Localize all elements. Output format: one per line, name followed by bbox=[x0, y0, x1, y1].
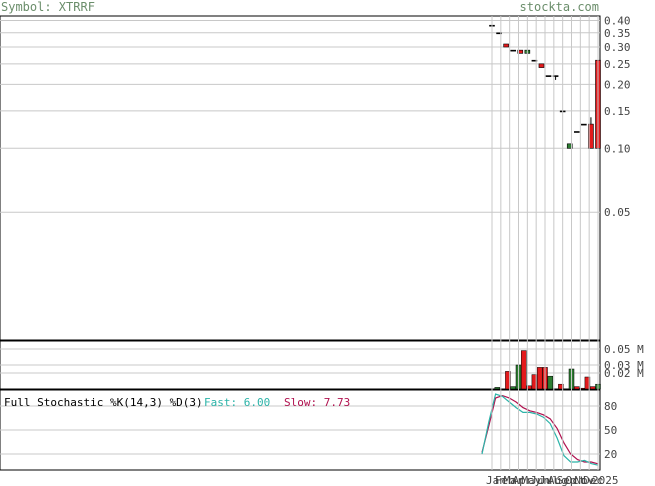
price-tick-label: 0.40 bbox=[604, 14, 631, 27]
stochastic-tick-label: 20 bbox=[604, 448, 617, 461]
candle-body bbox=[545, 75, 552, 77]
volume-bar bbox=[510, 386, 516, 390]
x-tick-label: Feb bbox=[495, 474, 515, 486]
volume-tick-label: 0.03 M bbox=[604, 359, 644, 372]
candle-body bbox=[496, 32, 502, 35]
volume-bar bbox=[531, 374, 538, 390]
candle-body bbox=[581, 123, 587, 126]
volume-tick-label: 0.05 M bbox=[604, 343, 644, 356]
price-panel bbox=[0, 15, 601, 341]
candle-body bbox=[566, 143, 573, 149]
x-tick-label: Nov bbox=[574, 474, 594, 486]
stochastic-axis: 80 50 20 bbox=[604, 400, 617, 461]
price-grid bbox=[0, 19, 600, 213]
volume-bar bbox=[521, 350, 527, 390]
volume-bar bbox=[547, 375, 554, 390]
candle-body bbox=[552, 75, 559, 77]
candle-body bbox=[510, 49, 517, 52]
x-tick-label: Jun bbox=[530, 474, 550, 486]
x-tick-label: Dec bbox=[583, 474, 603, 486]
volume-bar bbox=[558, 383, 564, 390]
month-gridlines bbox=[491, 16, 599, 470]
price-tick-label: 0.15 bbox=[604, 105, 631, 118]
volume-bar bbox=[505, 371, 511, 390]
stochastic-grid bbox=[0, 405, 600, 455]
candle-body bbox=[503, 43, 509, 48]
price-axis: 0.400.350.30 0.25 0.20 0.15 0.10 0.05 bbox=[604, 14, 631, 219]
volume-bar bbox=[494, 387, 501, 390]
x-tick-label: Aug bbox=[548, 474, 568, 486]
candle-body bbox=[531, 59, 538, 62]
site-name[interactable]: stockta.com bbox=[520, 0, 599, 14]
volume-grid bbox=[0, 348, 600, 374]
price-tick-label: 0.35 bbox=[604, 27, 631, 40]
x-tick-label: Mar bbox=[504, 474, 524, 486]
stochastic-title: Full Stochastic %K(14,3) %D(3) bbox=[4, 396, 203, 409]
x-tick-label: Oct bbox=[566, 474, 586, 486]
volume-bar bbox=[579, 387, 585, 390]
stochastic-tick-label: 50 bbox=[604, 424, 617, 437]
candle-body bbox=[538, 63, 545, 68]
fast-label: Fast: 6.00 bbox=[204, 396, 270, 409]
volume-axis: 0.05 M 0.03 M0.02 M bbox=[604, 343, 644, 380]
symbol-label: Symbol: XTRRF bbox=[1, 0, 95, 14]
fast-line bbox=[481, 393, 599, 466]
price-tick-label: 0.25 bbox=[604, 58, 631, 71]
x-tick-label: Jul bbox=[539, 474, 559, 486]
price-tick-label: 0.30 bbox=[604, 41, 631, 54]
x-tick-label: Apr bbox=[513, 474, 533, 486]
price-tick-label: 0.10 bbox=[604, 142, 631, 155]
volume-tick-label: 0.02 M bbox=[604, 367, 644, 380]
volume-bar bbox=[574, 386, 580, 390]
volume-bar bbox=[589, 386, 596, 390]
stochastic-tick-label: 80 bbox=[604, 400, 617, 413]
x-tick-label: Jan bbox=[486, 474, 506, 486]
volume-bar bbox=[536, 367, 543, 390]
volume-bar bbox=[526, 385, 532, 390]
candle-body bbox=[517, 49, 524, 54]
price-tick-label: 0.20 bbox=[604, 78, 631, 91]
candle-body bbox=[588, 123, 594, 149]
x-tick-label: May bbox=[521, 474, 541, 486]
x-tick-label: 2025 bbox=[592, 474, 619, 486]
volume-bar bbox=[584, 376, 591, 390]
x-tick-label: Sep bbox=[557, 474, 577, 486]
price-tick-label: 0.05 bbox=[604, 206, 631, 219]
slow-label: Slow: 7.73 bbox=[284, 396, 350, 409]
candle-body bbox=[573, 131, 580, 133]
